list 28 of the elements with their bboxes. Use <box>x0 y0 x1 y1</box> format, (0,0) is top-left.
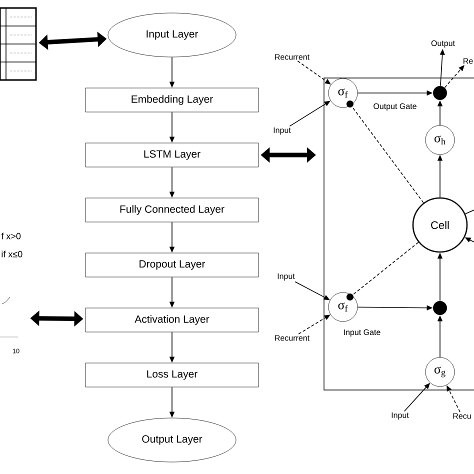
formula-text: f x>0 <box>1 232 21 240</box>
arrow <box>346 100 424 204</box>
signal-label: Output <box>431 40 455 48</box>
layer-box: Activation Layer <box>85 308 259 332</box>
arrow <box>297 60 331 84</box>
signal-label: Re <box>464 58 473 64</box>
junction-dot <box>433 86 447 100</box>
layer-box: Fully Connected Layer <box>85 198 259 222</box>
signal-label: Input <box>392 412 409 420</box>
table-drawing <box>0 7 37 81</box>
formula-text: if x≤0 <box>2 250 22 258</box>
signal-label: Recurrent <box>275 335 310 341</box>
arrow <box>346 242 419 300</box>
signal-label: Input <box>278 273 295 281</box>
signal-label: Recurrent <box>275 54 310 60</box>
node-label: Output Gate <box>374 103 416 111</box>
layer-box: Loss Layer <box>85 362 259 388</box>
layer-box: LSTM Layer <box>85 142 259 168</box>
layer-box: Dropout Layer <box>85 252 259 278</box>
arrow <box>289 100 330 127</box>
signal-label: Recu <box>453 413 471 419</box>
plot-drawing <box>0 296 18 338</box>
signal-label: Input <box>274 127 291 135</box>
layer-box: Embedding Layer <box>85 88 259 112</box>
junction-dot <box>433 301 447 315</box>
connector <box>464 210 474 214</box>
arrow <box>444 65 464 88</box>
node-label: Input Gate <box>344 329 380 337</box>
